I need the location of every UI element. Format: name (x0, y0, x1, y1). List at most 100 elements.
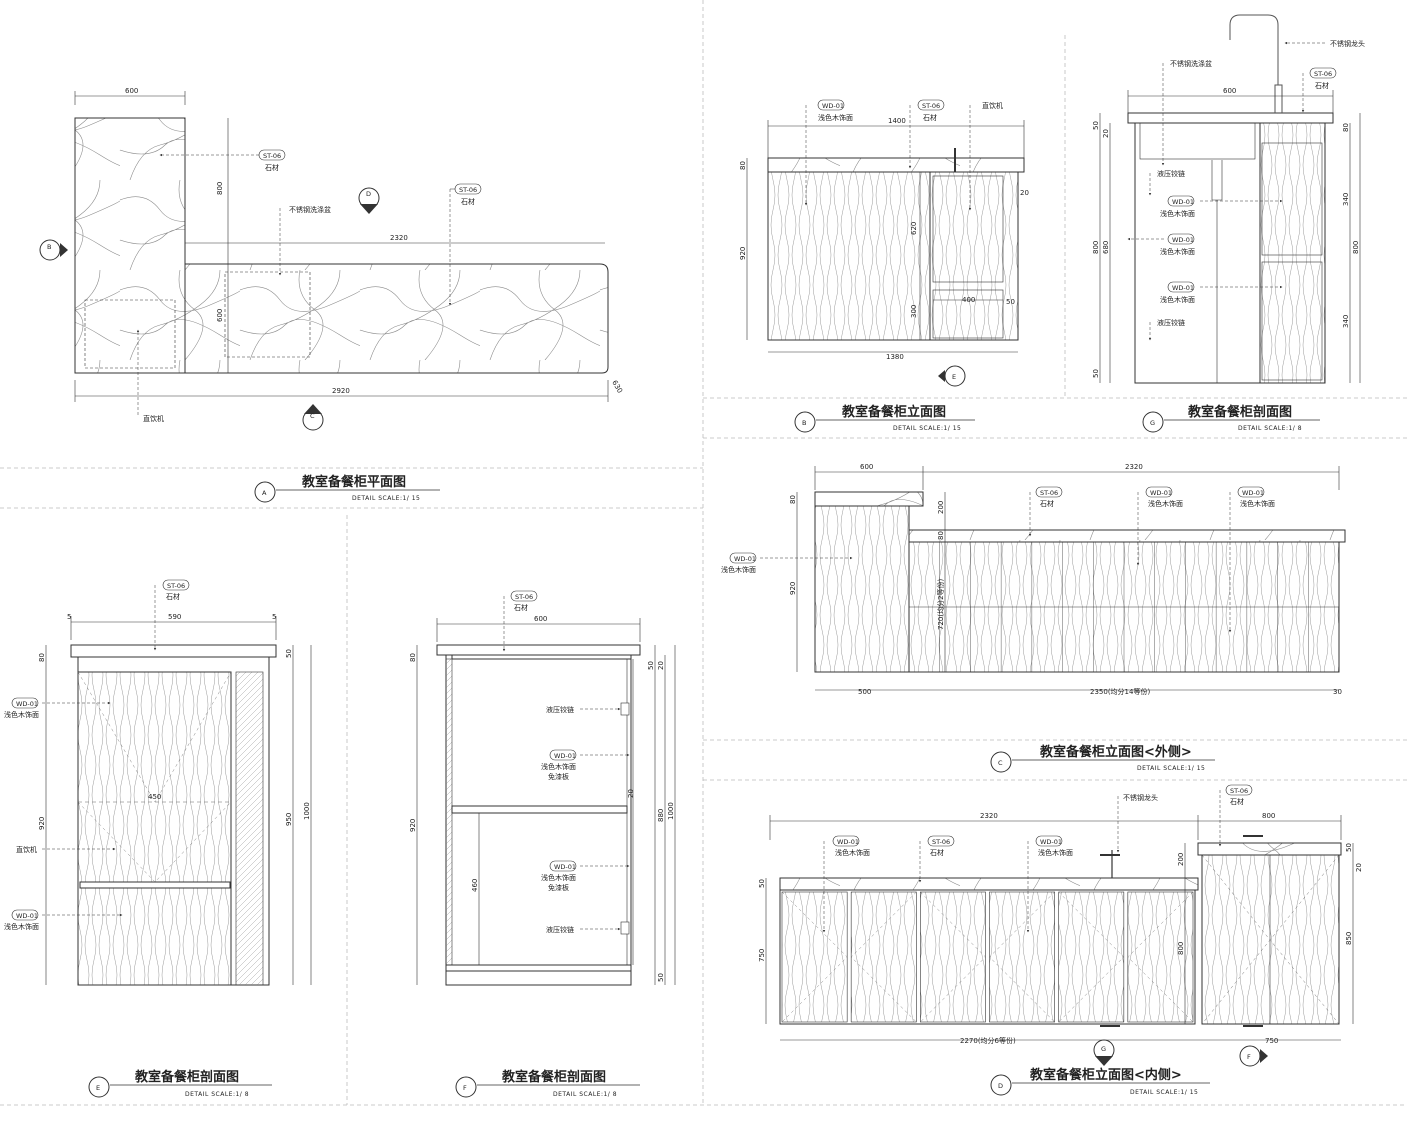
svg-text:WD-01: WD-01 (1172, 198, 1194, 206)
svg-text:30: 30 (1333, 688, 1342, 696)
svg-text:直饮机: 直饮机 (16, 845, 37, 854)
cabinet-door (989, 891, 1055, 1023)
cabinet-door (781, 891, 848, 1023)
svg-text:720(均分2等份): 720(均分2等份) (936, 578, 945, 630)
title-block-a: A 教室备餐柜平面图 DETAIL SCALE:1/ 15 (254, 474, 440, 503)
svg-text:1000: 1000 (303, 802, 311, 820)
svg-text:直饮机: 直饮机 (982, 101, 1003, 110)
svg-text:E: E (952, 373, 956, 381)
title-block-g: G 教室备餐柜剖面图 DETAIL SCALE:1/ 8 (1142, 404, 1320, 433)
svg-text:WD-01: WD-01 (734, 555, 756, 563)
svg-text:2350(均分14等份): 2350(均分14等份) (1090, 687, 1150, 696)
svg-text:浅色木饰面: 浅色木饰面 (4, 710, 39, 719)
svg-text:WD-01: WD-01 (1172, 236, 1194, 244)
dim-a-800: 800 (216, 182, 224, 195)
dim-f-20b: 20 (627, 789, 635, 798)
svg-text:600: 600 (860, 463, 873, 471)
svg-text:2320: 2320 (980, 812, 998, 820)
svg-text:浅色木饰面: 浅色木饰面 (835, 848, 870, 857)
door-swing-line (989, 891, 1055, 1023)
svg-text:石材: 石材 (1315, 81, 1329, 90)
title-a: 教室备餐柜平面图 (301, 474, 406, 490)
svg-text:ST-06: ST-06 (459, 186, 477, 194)
svg-text:800: 800 (1352, 241, 1360, 254)
tag-wd01-g3: WD-01 浅色木饰面 (1160, 281, 1283, 304)
dim-a-2920: 2920 (332, 387, 350, 395)
svg-text:石材: 石材 (923, 113, 937, 122)
label-hinge-f2: 液压铰链 (546, 925, 621, 934)
svg-text:B: B (802, 419, 806, 427)
label-sink-a: 不锈钢洗涤盆 (278, 205, 331, 276)
svg-text:80: 80 (409, 653, 417, 662)
svg-text:浅色木饰面: 浅色木饰面 (818, 113, 853, 122)
title-e: 教室备餐柜剖面图 (134, 1069, 239, 1085)
dim-a-2320: 2320 (390, 234, 408, 242)
view-f-section: 600 80 920 460 50 20 880 1000 20 50 ST-0… (409, 590, 676, 1098)
svg-text:20: 20 (1102, 129, 1110, 138)
tag-wd01-e1: WD-01 浅色木饰面 (4, 697, 111, 719)
svg-text:850: 850 (1345, 932, 1353, 945)
label-faucet-d: 不锈钢龙头 (1116, 793, 1158, 853)
svg-text:直饮机: 直饮机 (143, 414, 164, 423)
svg-text:浅色木饰面: 浅色木饰面 (541, 762, 576, 771)
svg-text:590: 590 (168, 613, 181, 621)
svg-text:液压铰链: 液压铰链 (546, 925, 574, 934)
view-c-elevation-outer: 600 2320 80 920 200 80 720(均分2等份) 500 23… (721, 463, 1346, 773)
svg-text:880: 880 (657, 809, 665, 822)
view-e-section: 5 590 5 80 920 50 950 1000 450 ST-06 石材 … (4, 579, 312, 1098)
dim-a-600: 600 (125, 87, 138, 95)
svg-text:石材: 石材 (1040, 499, 1054, 508)
tag-wd01-c-left: WD-01 浅色木饰面 (721, 552, 853, 574)
label-sink-g: 不锈钢洗涤盆 (1161, 59, 1212, 166)
tag-wd01-c-mid: WD-01 浅色木饰面 (1136, 486, 1183, 566)
title-block-d: D 教室备餐柜立面图<内侧> DETAIL SCALE:1/ 15 (990, 1067, 1210, 1096)
svg-text:920: 920 (409, 819, 417, 832)
svg-text:DETAIL SCALE:1/ 8: DETAIL SCALE:1/ 8 (185, 1091, 249, 1098)
svg-text:ST-06: ST-06 (1314, 70, 1332, 78)
svg-text:50: 50 (1345, 843, 1353, 852)
label-faucet-g: 不锈钢龙头 (1284, 39, 1365, 48)
door-swing-line (920, 891, 986, 1023)
tag-wd01-f2: WD-01 浅色木饰面 免漆板 (541, 860, 630, 892)
svg-text:免漆板: 免漆板 (548, 883, 569, 892)
svg-text:50: 50 (647, 661, 655, 670)
svg-text:C: C (998, 759, 1003, 767)
svg-text:50: 50 (1006, 298, 1015, 306)
svg-text:ST-06: ST-06 (515, 593, 533, 601)
tag-st06-g: ST-06 石材 (1301, 67, 1337, 113)
svg-text:20: 20 (1355, 863, 1363, 872)
svg-text:浅色木饰面: 浅色木饰面 (1160, 209, 1195, 218)
svg-text:460: 460 (471, 879, 479, 892)
svg-text:ST-06: ST-06 (1230, 787, 1248, 795)
svg-text:80: 80 (1342, 123, 1350, 132)
svg-text:石材: 石材 (265, 163, 279, 172)
svg-text:DETAIL SCALE:1/ 8: DETAIL SCALE:1/ 8 (1238, 425, 1302, 432)
view-b-elevation: 1400 80 920 620 300 400 50 20 1380 WD-01… (739, 99, 1029, 433)
svg-text:2270(均分6等份): 2270(均分6等份) (960, 1036, 1016, 1045)
plan-dimension-lines (74, 91, 609, 402)
svg-text:400: 400 (962, 296, 975, 304)
section-marker-c-on-a: C (302, 404, 324, 431)
tag-st06-b: ST-06 石材 (908, 99, 945, 169)
svg-text:不锈钢龙头: 不锈钢龙头 (1123, 793, 1158, 802)
tag-st06-a1: ST-06 石材 (159, 149, 286, 172)
label-hinge-g1: 液压铰链 (1148, 169, 1185, 196)
tag-st06-d1: ST-06 石材 (918, 835, 955, 883)
svg-text:80: 80 (739, 161, 747, 170)
tag-st06-c: ST-06 石材 (1028, 486, 1063, 537)
title-b: 教室备餐柜立面图 (841, 404, 946, 420)
svg-text:浅色木饰面: 浅色木饰面 (1038, 848, 1073, 857)
svg-text:浅色木饰面: 浅色木饰面 (1160, 295, 1195, 304)
svg-text:WD-01: WD-01 (1242, 489, 1264, 497)
cabinet-door (1058, 891, 1125, 1023)
door-swing-line (1127, 891, 1194, 1023)
svg-text:200: 200 (1177, 853, 1185, 866)
cabinet-door (850, 891, 917, 1023)
svg-text:WD-01: WD-01 (16, 700, 38, 708)
svg-text:WD-01: WD-01 (1040, 838, 1062, 846)
title-g: 教室备餐柜剖面图 (1187, 404, 1292, 420)
svg-text:5: 5 (67, 613, 71, 621)
section-marker-f-on-d: F (1239, 1045, 1268, 1067)
tag-wd01-f1: WD-01 浅色木饰面 免漆板 (541, 749, 630, 781)
